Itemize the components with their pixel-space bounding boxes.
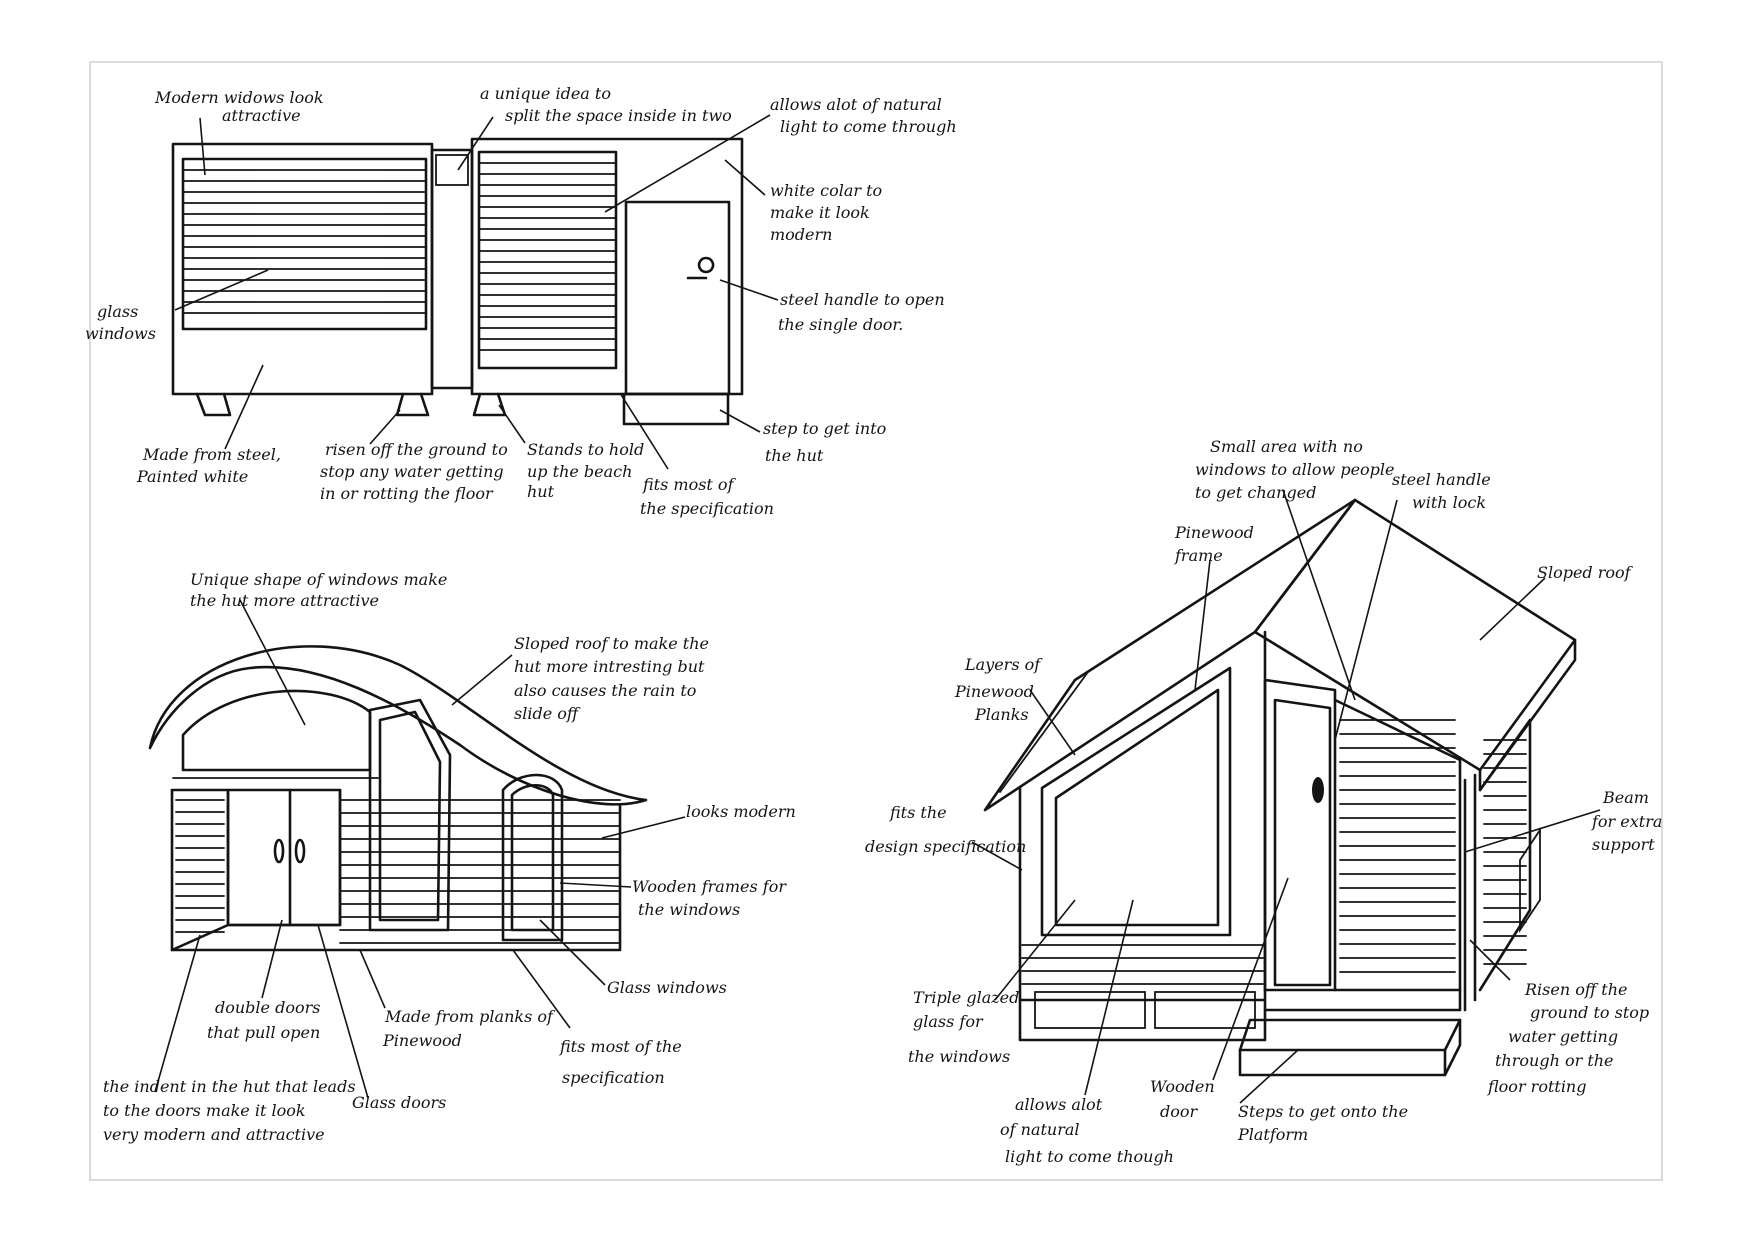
left-window-louvres <box>182 169 427 314</box>
label-beam: Beam for extra support <box>1591 788 1668 854</box>
door-handle-left <box>273 838 285 864</box>
wooden-door <box>1273 698 1332 987</box>
label-steel-handle: steel handle to open the single door. <box>778 290 950 334</box>
base-skirting <box>1018 998 1267 1042</box>
single-door <box>624 200 731 396</box>
door-handle-right <box>294 838 306 864</box>
label-made-from-steel: Made from steel, Painted white <box>136 445 286 486</box>
label-glass-doors: Glass doors <box>352 1093 446 1112</box>
label-natural-light: allows alot of natural light to come thr… <box>770 95 957 136</box>
door-handle <box>686 256 715 280</box>
label-sloped-roof-c: Sloped roof <box>1537 563 1634 582</box>
label-white-colour: white colar to make it look modern <box>770 181 887 244</box>
label-indent: the indent in the hut that leads to the … <box>103 1077 361 1144</box>
right-window-louvres <box>478 162 617 351</box>
label-wooden-frames: Wooden frames for the windows <box>632 877 791 919</box>
sketch-curved-roof-hut: Unique shape of windows make the hut mor… <box>103 570 796 1144</box>
label-stands: Stands to hold up the beach hut <box>527 440 649 501</box>
right-window-frame <box>477 150 618 370</box>
paper-border <box>89 61 1663 1181</box>
small-window-glass <box>510 783 555 932</box>
stand-1 <box>195 392 232 417</box>
label-small-area: Small area with no windows to allow peop… <box>1195 437 1400 502</box>
label-light-c: allows alot of natural light to come tho… <box>1000 1095 1174 1166</box>
stand-3 <box>472 392 507 417</box>
label-wooden-door: Wooden door <box>1150 1077 1220 1121</box>
tall-window-frame <box>368 698 452 932</box>
label-risen-c: Risen off the ground to stop water getti… <box>1487 980 1654 1096</box>
tall-window-glass <box>378 710 442 922</box>
arched-window <box>181 689 372 772</box>
label-step: step to get into the hut <box>763 419 891 465</box>
connector-top <box>435 154 469 186</box>
label-triple-glazed: Triple glazed glass for the windows <box>908 988 1024 1066</box>
indent-side-wall <box>170 788 230 952</box>
indent-right-edge <box>226 788 342 927</box>
label-sloped-roof: Sloped roof to make the hut more intrest… <box>514 634 714 723</box>
triple-glazed-window-glass <box>1054 688 1220 927</box>
label-fits-most-b: fits most of the specification <box>559 1037 687 1087</box>
sketch-isometric-hut: Small area with no windows to allow peop… <box>865 437 1668 1166</box>
step-front <box>1238 1018 1462 1077</box>
label-windows-look: Modern widows look attractive <box>154 88 329 125</box>
entry-step <box>622 392 730 426</box>
stand-2 <box>395 392 430 417</box>
pinewood-planks <box>175 799 621 944</box>
small-window-frame <box>501 773 564 942</box>
label-double-doors: double doors that pull open <box>207 998 326 1042</box>
right-roof-plane <box>1253 498 1577 772</box>
lower-panel-right <box>1154 991 1256 1029</box>
sketch-steel-hut: Modern widows look attractive a unique i… <box>85 84 957 518</box>
label-made-from-planks: Made from planks of Pinewood <box>382 1007 558 1050</box>
lower-panel-left <box>1034 991 1146 1029</box>
left-module-window-frame <box>181 157 428 331</box>
left-roof-fascia <box>999 671 1089 793</box>
step-top <box>1238 1018 1462 1052</box>
label-steps: Steps to get onto the Platform <box>1237 1102 1413 1144</box>
label-split-space: a unique idea to split the space inside … <box>480 84 732 125</box>
label-layers-planks: Layers of Pinewood Planks <box>954 655 1045 724</box>
label-fits-design: fits the design specification <box>865 803 1026 856</box>
right-module-body <box>470 137 744 396</box>
label-steel-handle-lock: steel handle with lock <box>1392 470 1496 512</box>
right-side-panel <box>1519 827 1541 933</box>
label-pinewood-frame: Pinewood frame <box>1174 523 1259 565</box>
label-glass-windows-b: Glass windows <box>607 978 727 997</box>
platform-deck <box>1263 988 1462 1012</box>
triple-glazed-window-frame <box>1040 666 1232 937</box>
curved-roof <box>148 645 648 806</box>
right-side-wall <box>1478 718 1532 992</box>
door-opening <box>1263 678 1337 992</box>
support-beam <box>1463 773 1477 1012</box>
door-lock-handle <box>1312 777 1324 803</box>
label-fits-most: fits most of the specification <box>640 475 774 518</box>
double-doors <box>226 788 342 927</box>
label-unique-windows: Unique shape of windows make the hut mor… <box>190 570 452 610</box>
label-glass-windows: glass windows <box>85 302 156 343</box>
label-looks-modern: looks modern <box>686 802 796 821</box>
label-risen-off-ground: risen off the ground to stop any water g… <box>320 440 513 503</box>
changing-room-back <box>1333 698 1462 992</box>
